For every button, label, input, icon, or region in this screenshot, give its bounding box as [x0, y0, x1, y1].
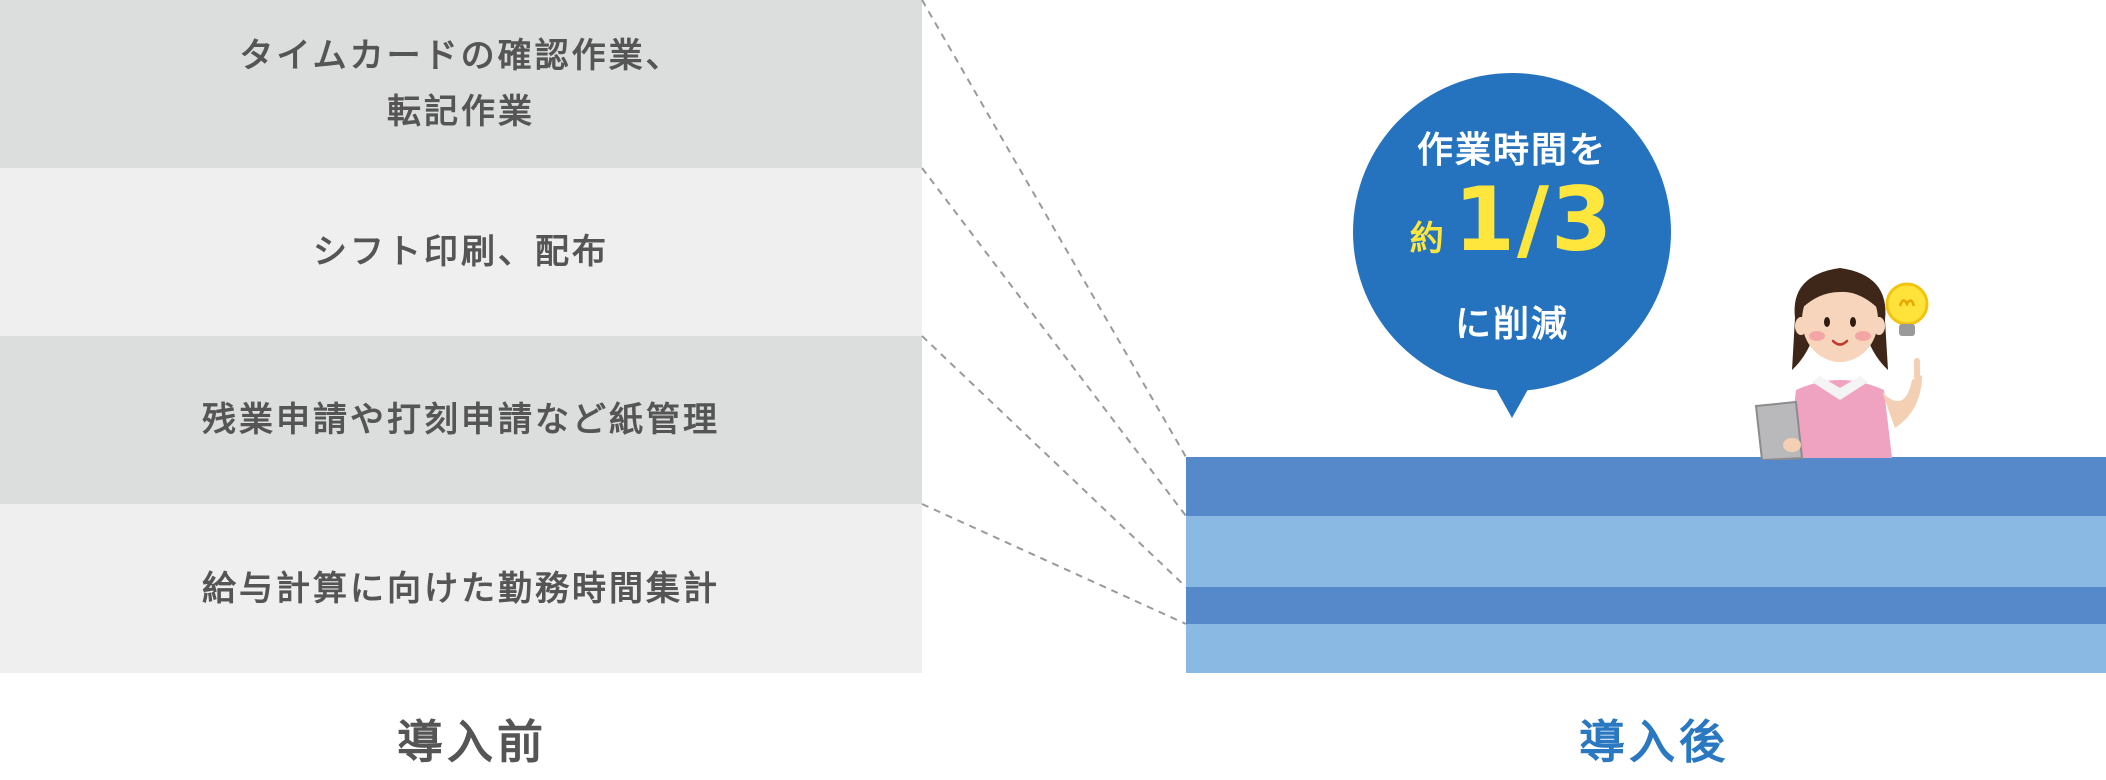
before-item-shift-print: シフト印刷、配布	[0, 168, 922, 336]
after-stack	[1186, 457, 2106, 673]
cheek-left-icon	[1809, 331, 1825, 341]
after-band-overtime	[1186, 587, 2106, 624]
face-icon	[1802, 278, 1878, 362]
raised-arm-icon	[1882, 375, 1922, 428]
bubble-bottom-text: に削減	[1454, 304, 1569, 345]
before-item-payroll-hours: 給与計算に向けた勤務時間集計	[0, 504, 922, 673]
connector-line	[921, 335, 1187, 588]
bubble-tail	[1493, 384, 1531, 418]
before-item-overtime-paper: 残業申請や打刻申請など紙管理	[0, 336, 922, 504]
bubble-value: 1/3	[1453, 168, 1615, 271]
lightbulb-base-icon	[1899, 324, 1915, 336]
after-band-payroll	[1186, 624, 2106, 673]
collar-icon	[1812, 376, 1868, 400]
after-band-shift	[1186, 516, 2106, 587]
connector-line	[921, 0, 1187, 458]
staff-illustration	[1754, 268, 1929, 460]
before-item-label: 残業申請や打刻申請など紙管理	[202, 400, 720, 440]
bubble-approx-text: 約	[1409, 219, 1444, 259]
before-item-label: タイムカードの確認作業、 転記作業	[239, 36, 683, 132]
before-item-label: 給与計算に向けた勤務時間集計	[202, 568, 720, 609]
smile-icon	[1831, 339, 1849, 346]
reduction-bubble: 作業時間を 約 1/3 に削減	[1353, 73, 1671, 391]
ear-right-icon	[1873, 317, 1885, 335]
connector-line	[921, 167, 1187, 517]
before-caption: 導入前	[397, 715, 547, 769]
after-band-timecard	[1186, 457, 2106, 516]
ear-left-icon	[1795, 317, 1807, 335]
bubble-value-row: 約 1/3	[1353, 175, 1671, 265]
bangs-icon	[1800, 271, 1882, 312]
after-caption: 導入後	[1579, 715, 1729, 769]
shirt-icon	[1788, 380, 1892, 458]
before-item-timecard: タイムカードの確認作業、 転記作業	[0, 0, 922, 168]
hand-icon	[1783, 438, 1801, 452]
connector-line	[921, 503, 1187, 625]
before-item-label: シフト印刷、配布	[313, 232, 609, 272]
eye-left-icon	[1824, 317, 1830, 327]
pointing-finger-icon	[1914, 358, 1920, 380]
lightbulb-filament-icon	[1898, 299, 1916, 307]
eye-right-icon	[1850, 317, 1856, 327]
bubble-top-text: 作業時間を	[1416, 130, 1607, 171]
cheek-right-icon	[1855, 331, 1871, 341]
before-column: タイムカードの確認作業、 転記作業 シフト印刷、配布 残業申請や打刻申請など紙管…	[0, 0, 922, 673]
